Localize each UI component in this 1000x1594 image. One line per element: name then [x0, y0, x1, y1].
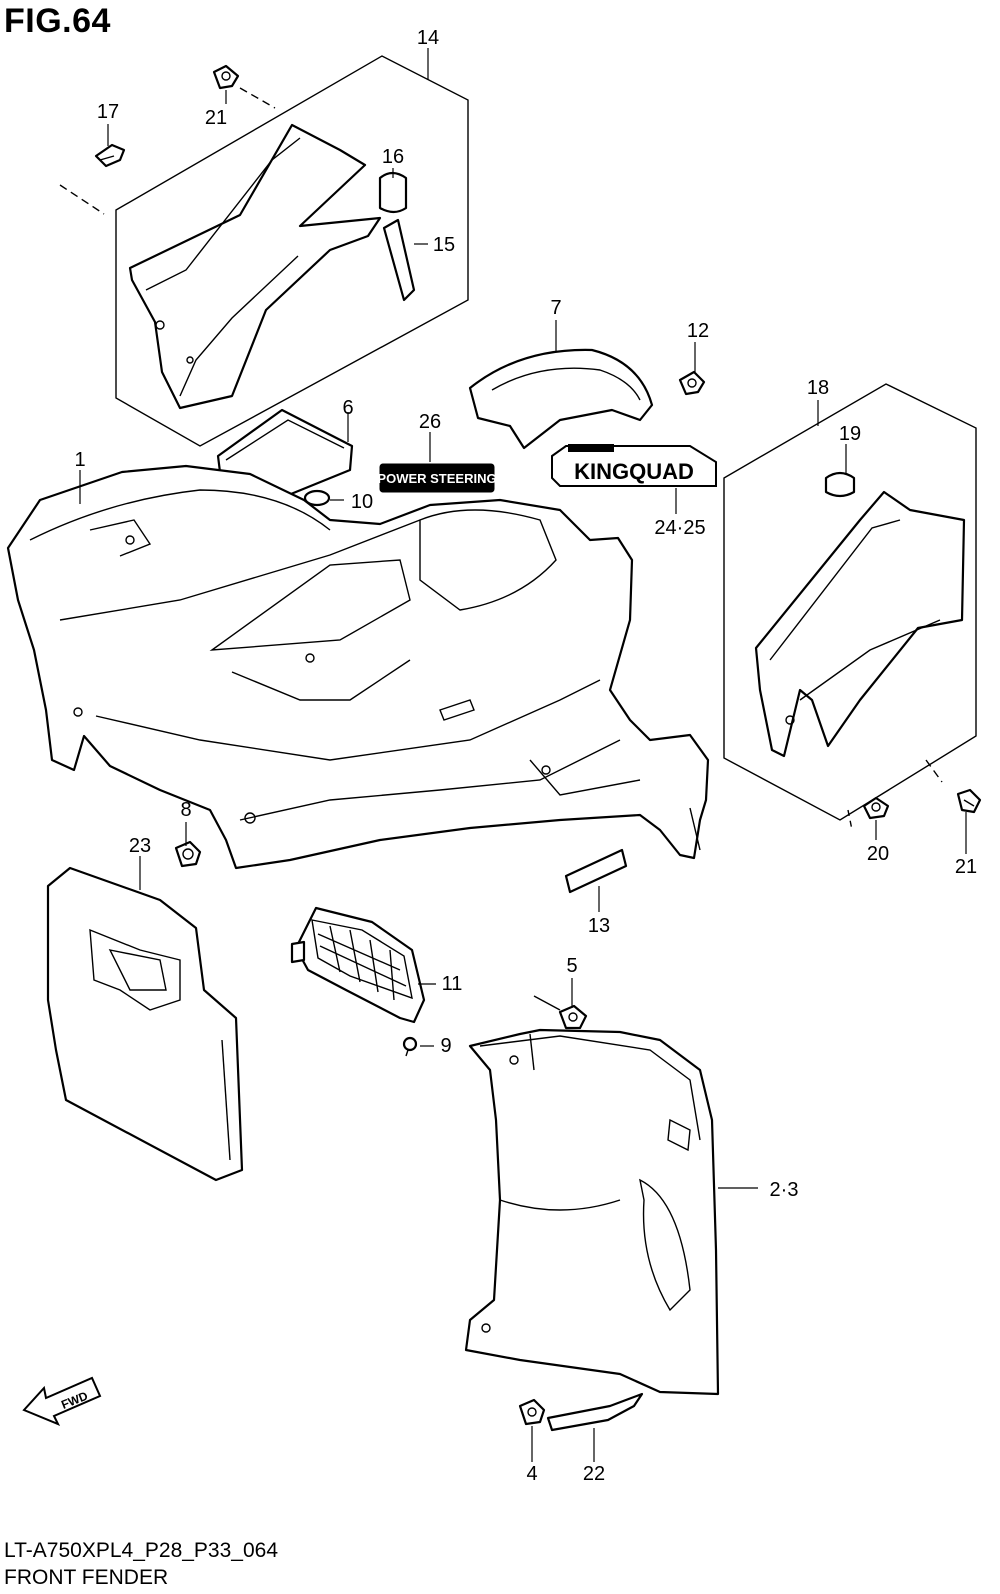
part-14-inner-panel	[128, 123, 382, 410]
part-12-bolt	[678, 370, 706, 396]
part-20-clip	[862, 796, 890, 820]
part-5-bolt	[533, 995, 588, 1030]
part-10-grommet	[303, 489, 331, 507]
part-21-clip-right	[956, 788, 982, 814]
part-9-screw	[402, 1036, 418, 1057]
kingquad-text: KINGQUAD	[574, 459, 694, 484]
callout-24-25: 24·25	[654, 517, 705, 539]
power-steering-text: POWER STEERING	[377, 471, 496, 486]
callout-12: 12	[687, 320, 709, 342]
callout-labels: 14 17 21 16 15 7 12 18 6 26 19 1 10 24·2…	[74, 27, 977, 1485]
part-18-assembly-box	[723, 383, 977, 831]
callout-13: 13	[588, 915, 610, 937]
callout-5: 5	[566, 955, 577, 977]
callout-7: 7	[550, 297, 561, 319]
callout-19: 19	[839, 423, 861, 445]
part-13-reflector-strip	[564, 848, 628, 894]
callout-20: 20	[867, 843, 889, 865]
callout-18: 18	[807, 377, 829, 399]
figure-name: FRONT FENDER	[4, 1566, 169, 1589]
part-2-3-inner-fender	[464, 1028, 720, 1396]
part-18-inner-panel	[754, 490, 966, 758]
callout-9: 9	[440, 1035, 451, 1057]
part-11-grille	[290, 906, 426, 1024]
part-14-assembly-box	[59, 55, 469, 447]
callout-22: 22	[583, 1463, 605, 1485]
callout-17: 17	[97, 101, 119, 123]
callout-1: 1	[74, 449, 85, 471]
part-4-bolt	[518, 1398, 546, 1426]
callout-23: 23	[129, 835, 151, 857]
callout-2-3: 2·3	[770, 1179, 799, 1201]
part-7-center-cover	[468, 348, 654, 450]
figure-title: FIG.64	[4, 2, 111, 40]
figure-code: LT-A750XPL4_P28_P33_064	[4, 1539, 279, 1562]
callout-10: 10	[351, 491, 373, 513]
part-15-pad	[382, 218, 416, 302]
callout-21-right: 21	[955, 856, 977, 878]
callout-6: 6	[342, 397, 353, 419]
callout-14: 14	[417, 27, 439, 49]
part-24-25-kingquad-decal: KINGQUAD	[551, 444, 717, 487]
callout-26: 26	[419, 411, 441, 433]
callout-21-top: 21	[205, 107, 227, 129]
callout-11: 11	[442, 973, 463, 995]
part-26-power-steering-decal: POWER STEERING	[377, 463, 497, 493]
part-17-clip	[94, 143, 126, 168]
part-21-clip-top	[212, 64, 240, 90]
part-8-bolt	[174, 840, 202, 868]
callout-16: 16	[382, 146, 404, 168]
part-16-rubber-mount	[378, 171, 408, 214]
callout-8: 8	[180, 799, 191, 821]
part-23-heat-shield	[46, 866, 244, 1182]
part-22-guard	[546, 1392, 644, 1432]
part-19-rubber-mount	[824, 471, 856, 498]
callout-4: 4	[526, 1463, 537, 1485]
part-1-front-fender	[6, 464, 710, 870]
fwd-direction-arrow: FWD	[22, 1376, 102, 1426]
leader-lines	[79, 48, 967, 1462]
callout-15: 15	[433, 234, 455, 256]
